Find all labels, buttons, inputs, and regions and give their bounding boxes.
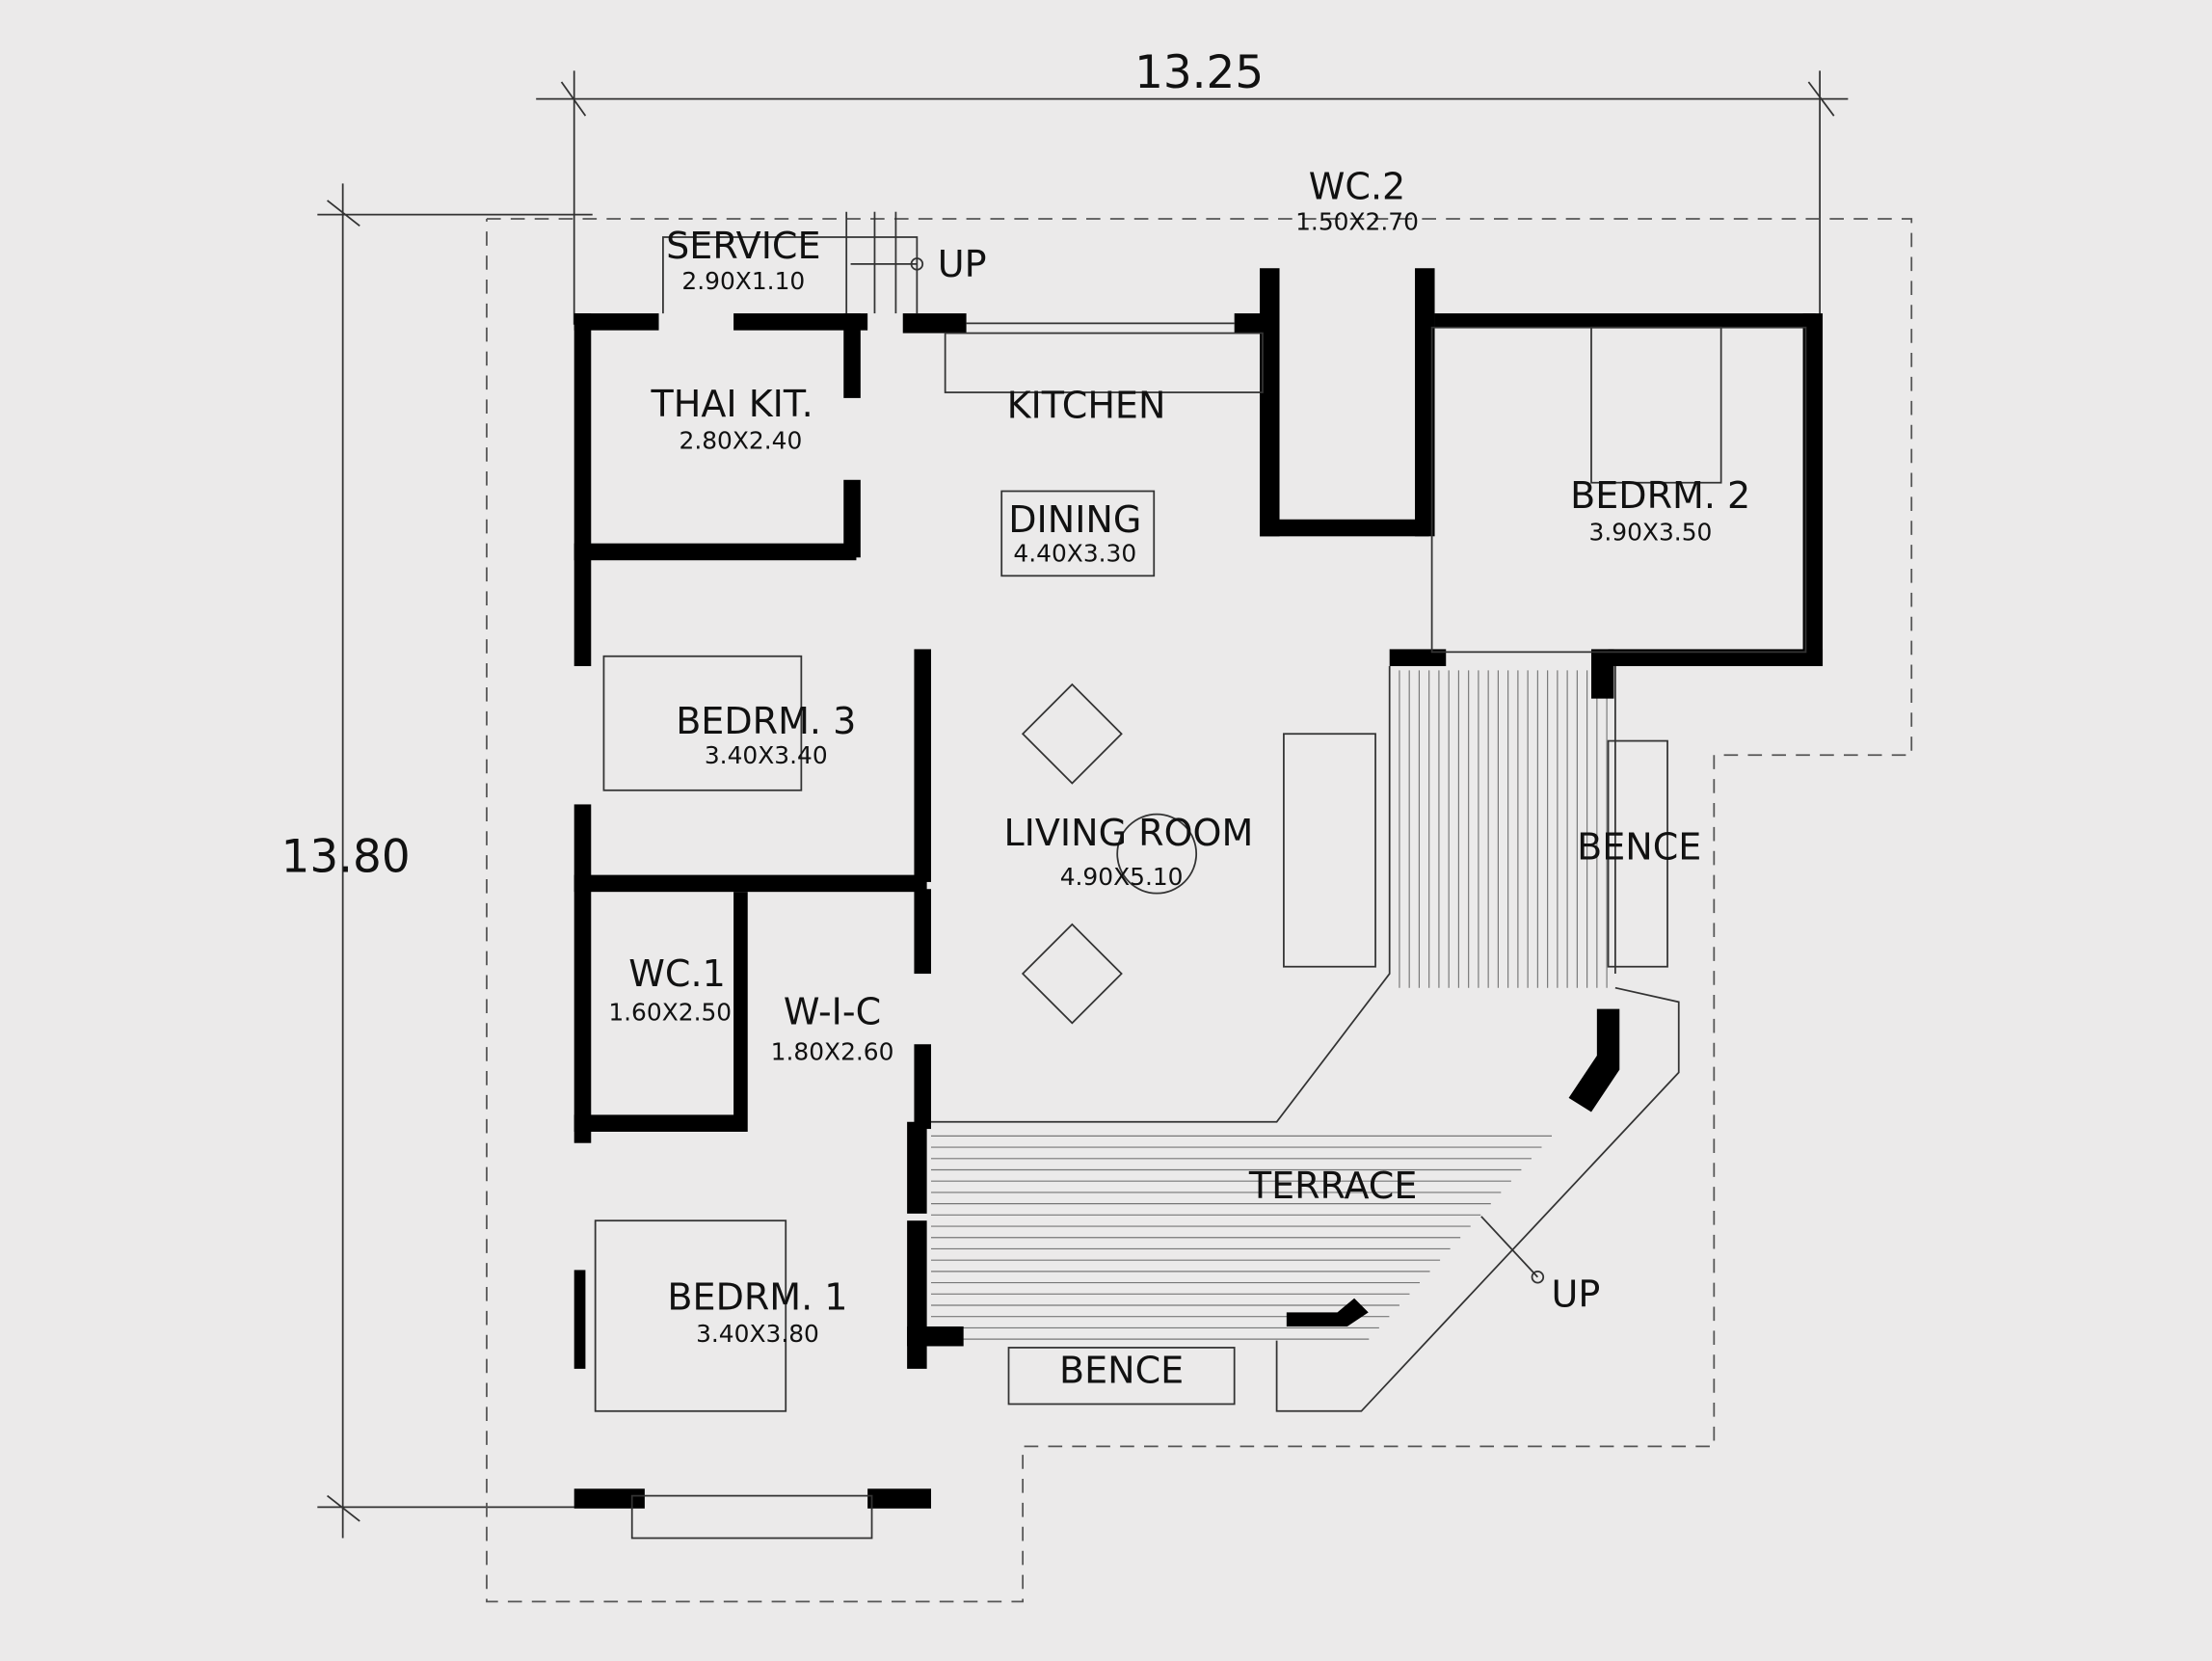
room-size-service: 2.90X1.10 [681,267,805,295]
walls [573,268,1824,1509]
room-label-kitchen: KITCHEN [1007,384,1166,426]
roof-outline [486,218,1913,1603]
terrace-deck [931,670,1608,1340]
room-label-service: SERVICE [666,225,820,267]
room-label-bedroom2: BEDRM. 2 [1570,474,1750,517]
room-label-wc1: WC.1 [628,952,726,995]
room-size-dining: 4.40X3.30 [1013,540,1136,568]
room-label-wic: W-I-C [784,991,881,1033]
room-size-bedroom2: 3.90X3.50 [1589,519,1713,547]
dimension-lines [317,70,1849,1539]
room-label-bedroom3: BEDRM. 3 [676,700,856,742]
room-label-terrace: TERRACE [1248,1165,1418,1207]
dimension-width: 13.25 [1134,47,1264,99]
dimension-depth: 13.80 [281,832,411,884]
stair-up-service: UP [938,243,987,285]
room-label-living: LIVING ROOM [1003,812,1253,854]
room-label-wc2: WC.2 [1309,166,1406,208]
room-size-thai-kitchen: 2.80X2.40 [680,427,803,455]
thin-lines [594,211,1807,1540]
bench-label-south: BENCE [1059,1350,1184,1392]
bench-label-east: BENCE [1577,826,1701,869]
room-size-bedroom1: 3.40X3.80 [696,1320,819,1348]
room-size-wc1: 1.60X2.50 [608,998,732,1026]
room-label-dining: DINING [1008,498,1141,541]
room-label-thai-kitchen: THAI KIT. [651,383,813,425]
room-size-bedroom3: 3.40X3.40 [705,741,828,769]
room-label-bedroom1: BEDRM. 1 [667,1275,847,1318]
stair-up-terrace: UP [1551,1273,1600,1315]
room-size-wc2: 1.50X2.70 [1295,208,1419,236]
room-size-wic: 1.80X2.60 [771,1037,894,1065]
room-size-living: 4.90X5.10 [1060,863,1184,891]
